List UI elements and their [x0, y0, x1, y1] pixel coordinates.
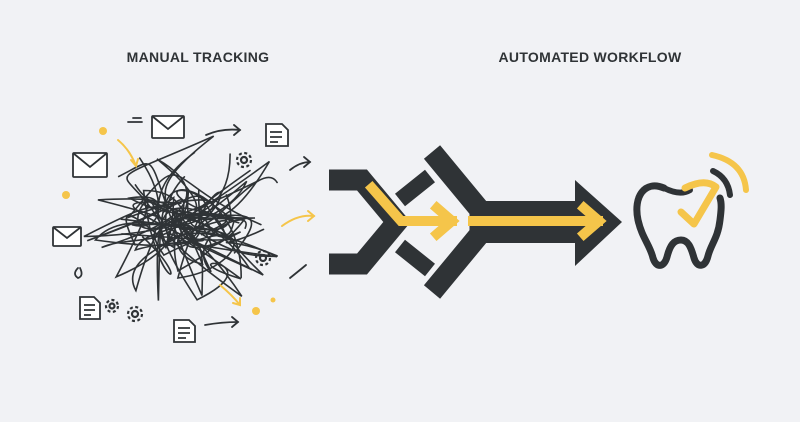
- signal-wave-icon: [710, 168, 733, 198]
- envelope-icon: [151, 115, 185, 139]
- scribble-line: [131, 157, 278, 293]
- gear-icon: [104, 298, 120, 314]
- document-icon: [79, 296, 101, 320]
- scribble-line: [120, 189, 242, 301]
- gear-icon: [126, 305, 144, 323]
- envelope-icon: [52, 226, 82, 247]
- accent-arrows: [117, 139, 316, 307]
- document-icon: [173, 319, 196, 343]
- scribble-line: [121, 180, 248, 275]
- gear-icon: [235, 151, 253, 169]
- envelope-icon: [72, 152, 108, 178]
- scribble-line: [97, 162, 212, 296]
- signal-wave-icon: [709, 152, 749, 193]
- scribble-line: [101, 158, 278, 249]
- small-arrows: [74, 117, 312, 328]
- gear-icon: [254, 249, 272, 267]
- manual-tracking-title: MANUAL TRACKING: [126, 49, 270, 65]
- accent-dots: [62, 127, 276, 315]
- workflow-path: [364, 180, 607, 242]
- tooth-check-icon: [633, 152, 749, 269]
- automated-workflow-title: AUTOMATED WORKFLOW: [498, 49, 682, 65]
- merge-arrow: [329, 145, 622, 299]
- document-icon: [265, 123, 289, 147]
- tangled-lines-scribble: [83, 135, 278, 301]
